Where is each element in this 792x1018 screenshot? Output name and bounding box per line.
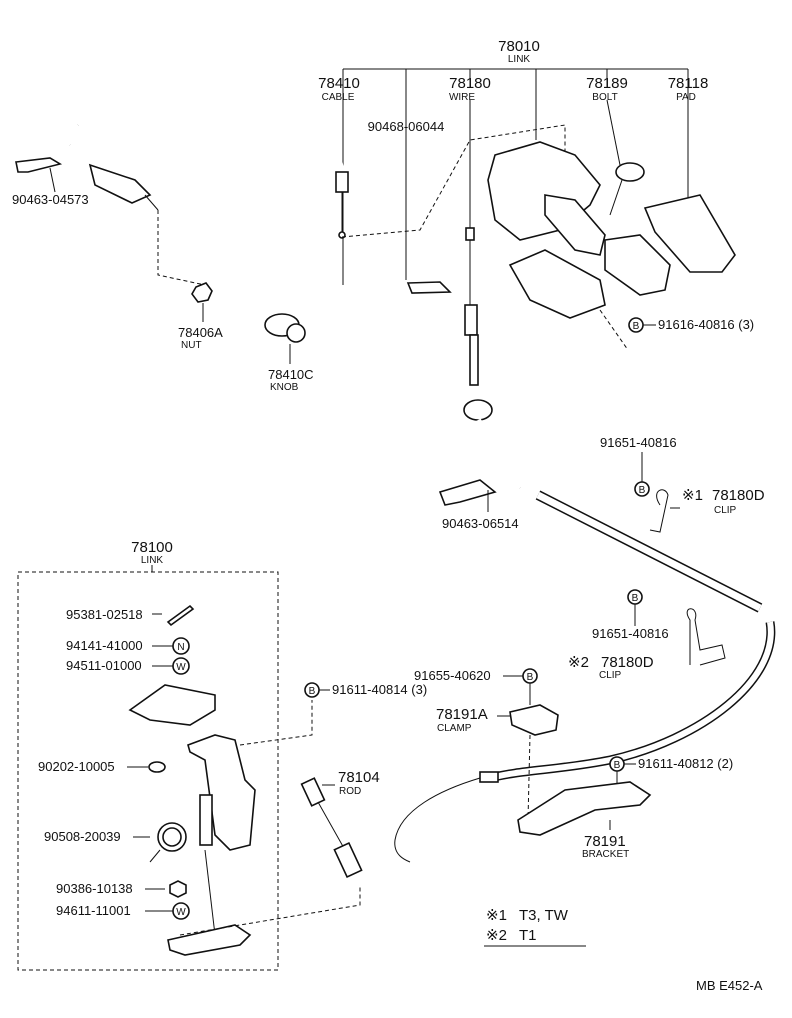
clip1-name: CLIP: [714, 505, 737, 516]
lever-drawing: [167, 734, 256, 956]
bolt-91651b-number: 91651-40816: [592, 626, 669, 641]
washer-94511-symbol: W: [176, 662, 186, 673]
clip1-callout: ※1 78180D CLIP: [649, 487, 765, 533]
link-top-name: LINK: [508, 54, 531, 65]
washer-94611-symbol: W: [176, 907, 186, 918]
nut-drawing: 78406A NUT: [178, 282, 223, 351]
spring-drawing: [149, 822, 187, 863]
bolt-91611a-number: 91611-40814 (3): [332, 682, 427, 697]
nut-90386-drawing: [169, 880, 187, 898]
clip1-mark: ※1: [682, 487, 703, 504]
bolt-91611a-symbol: B: [309, 686, 316, 697]
cable-name: CABLE: [322, 92, 355, 103]
nut-number: 78406A: [178, 325, 223, 340]
bolt-91611a-callout: B 91611-40814 (3): [304, 682, 427, 698]
washer-94611-number: 94611-11001: [56, 903, 131, 918]
drawing-code: MB E452-A: [696, 978, 763, 993]
knob-number: 78410C: [268, 367, 314, 382]
washer-90202-drawing: [148, 761, 166, 773]
nut-94141-number: 94141-41000: [66, 638, 143, 653]
link-lower-number: 78100: [131, 539, 173, 556]
nut-name: NUT: [181, 340, 202, 351]
variant-legend: ※1 T3, TW ※2 T1: [484, 907, 586, 947]
clip-90463a-drawing: 90463-04573: [12, 157, 89, 207]
link-top-number: 78010: [498, 38, 540, 55]
bolt-91655-number: 91655-40620: [414, 668, 491, 683]
wire-number: 78180: [449, 75, 491, 92]
washer-90202-number: 90202-10005: [38, 759, 115, 774]
bolt-number: 78189: [586, 75, 628, 92]
spring-number: 90508-20039: [44, 829, 121, 844]
cable-drawing: [67, 74, 349, 239]
bolt-91616-symbol: B: [633, 321, 640, 332]
bolt-91651a-symbol: B: [639, 485, 646, 496]
bolt-91611b-symbol: B: [614, 760, 621, 771]
clip2-name: CLIP: [599, 670, 622, 681]
clamp-number: 78191A: [436, 706, 488, 723]
knob-name: KNOB: [270, 382, 299, 393]
legend-line2-text: T1: [519, 927, 537, 944]
bolt-91651b-callout: B 91651-40816: [592, 589, 669, 641]
link-bracket-drawing: [128, 684, 216, 726]
link-lower-callout: 78100 LINK: [17, 539, 279, 971]
bolt-91616-number: 91616-40816 (3): [658, 317, 754, 332]
pedal-assembly-drawing: [487, 99, 736, 319]
hose-drawing: [394, 490, 776, 863]
clip-90468-drawing: [406, 281, 452, 294]
clip1-number: 78180D: [712, 487, 765, 504]
bolt-91651a-callout: 91651-40816 B: [600, 435, 677, 497]
clip2-number: 78180D: [601, 654, 654, 671]
pad-name: PAD: [676, 92, 696, 103]
clip-90463a-number: 90463-04573: [12, 192, 89, 207]
bolt-91611b-callout: B 91611-40812 (2): [609, 756, 733, 790]
clamp-name: CLAMP: [437, 723, 472, 734]
rod-number: 78104: [338, 769, 380, 786]
rod-drawing: 78104 ROD: [300, 769, 380, 879]
nut-94141-symbol: N: [177, 642, 184, 653]
bracket-name: BRACKET: [582, 849, 629, 860]
link-top-callout: 78010 LINK: [342, 38, 689, 285]
legend-line1-text: T3, TW: [519, 907, 569, 924]
clip-90463b-drawing: 90463-06514: [438, 479, 519, 531]
cable-number: 78410: [318, 75, 360, 92]
legend-line2-mark: ※2: [486, 927, 507, 944]
wire-name: WIRE: [449, 92, 475, 103]
bolt-name: BOLT: [592, 92, 617, 103]
clip2-mark: ※2: [568, 654, 589, 671]
bolt-91611b-number: 91611-40812 (2): [638, 756, 733, 771]
pad-number: 78118: [668, 75, 709, 92]
bracket-drawing: 78191 BRACKET: [517, 781, 652, 860]
bolt-91616-callout: B 91616-40816 (3): [628, 317, 754, 333]
clip2-callout: ※2 78180D CLIP: [568, 608, 726, 681]
clamp-callout: 78191A CLAMP: [436, 704, 559, 821]
pin-number: 95381-02518: [66, 607, 143, 622]
pin-drawing: [152, 604, 195, 627]
nut-90386-number: 90386-10138: [56, 881, 133, 896]
clip-90468-number: 90468-06044: [368, 119, 445, 134]
clip-90463b-number: 90463-06514: [442, 516, 519, 531]
bracket-number: 78191: [584, 833, 626, 850]
bolt-91651b-symbol: B: [632, 593, 639, 604]
rod-name: ROD: [339, 786, 361, 797]
legend-line1-mark: ※1: [486, 907, 507, 924]
knob-drawing: 78410C KNOB: [264, 313, 314, 393]
wire-drawing: [463, 100, 523, 490]
bolt-91651a-number: 91651-40816: [600, 435, 677, 450]
washer-94511-number: 94511-01000: [66, 658, 142, 673]
link-lower-name: LINK: [141, 555, 164, 566]
bolt-91655-symbol: B: [527, 672, 534, 683]
bolt-91655-callout: 91655-40620 B: [414, 668, 538, 705]
